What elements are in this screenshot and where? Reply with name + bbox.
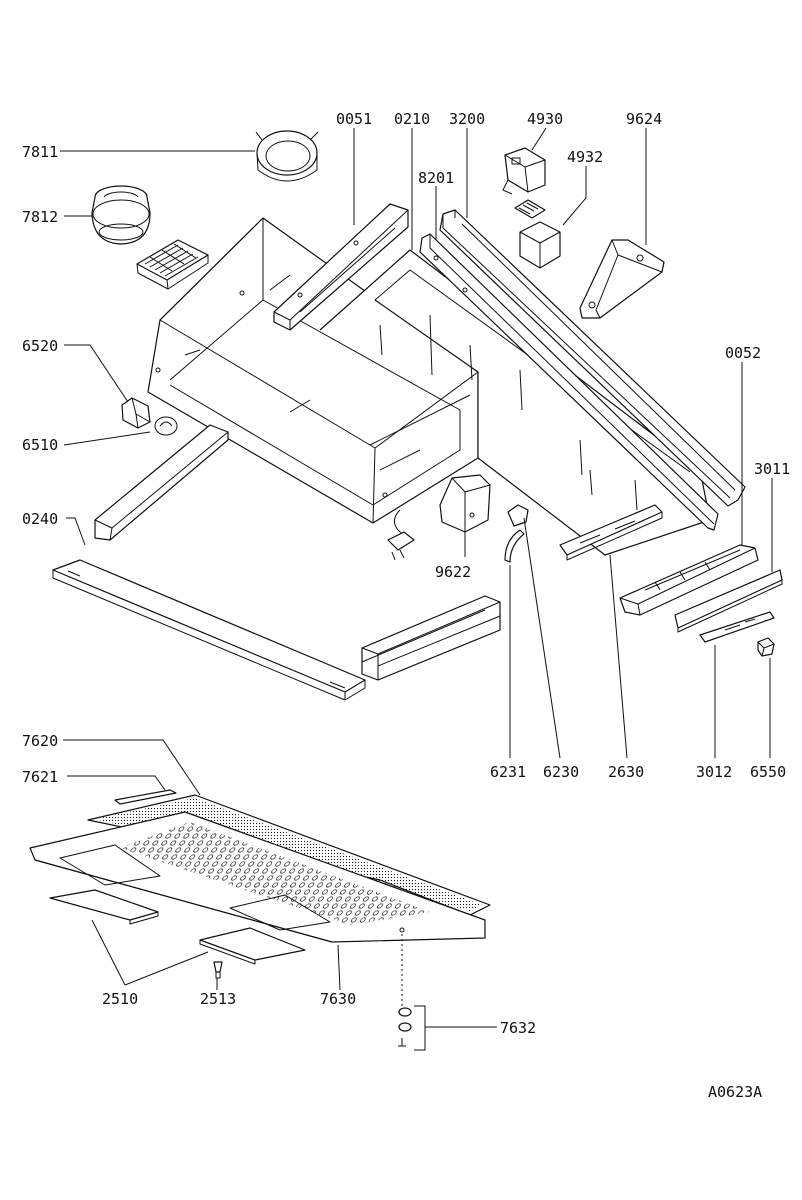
part-2630-slide-rail — [559, 504, 663, 561]
label-7630: 7630 — [320, 990, 356, 1008]
label-6510: 6510 — [22, 436, 58, 454]
part-3200-trim-strip — [439, 209, 746, 507]
label-2513: 2513 — [200, 990, 236, 1008]
label-8201: 8201 — [418, 169, 454, 187]
part-3011-fascia-strip — [674, 569, 783, 633]
part-9622-connector-box — [439, 474, 491, 533]
label-6231: 6231 — [490, 763, 526, 781]
part-labels: 7811 7812 0051 0210 3200 4930 4932 9624 … — [22, 110, 790, 1101]
part-7621-strip — [114, 789, 177, 805]
part-7811-duct-collar — [255, 130, 319, 182]
label-0240: 0240 — [22, 510, 58, 528]
part-8201-support-rail — [419, 233, 719, 531]
part-0240-front-rail — [52, 559, 366, 701]
label-2630: 2630 — [608, 763, 644, 781]
part-4932-control-module — [514, 199, 561, 269]
label-6550: 6550 — [750, 763, 786, 781]
part-3012-switch-strip — [699, 611, 775, 643]
part-2513-screw — [213, 961, 223, 979]
label-4932: 4932 — [567, 148, 603, 166]
part-grease-filter-cassette — [136, 239, 209, 290]
label-7812: 7812 — [22, 208, 58, 226]
part-0051-side-rail — [273, 203, 409, 331]
label-0210: 0210 — [394, 110, 430, 128]
label-9622: 9622 — [435, 563, 471, 581]
part-lower-left-rail — [94, 424, 229, 541]
part-7632-fasteners — [398, 934, 412, 1047]
label-2510: 2510 — [102, 990, 138, 1008]
label-3011: 3011 — [754, 460, 790, 478]
label-3200: 3200 — [449, 110, 485, 128]
part-6520-lamp-holder — [121, 397, 178, 436]
label-6520: 6520 — [22, 337, 58, 355]
part-u-channel-bracket — [361, 595, 501, 681]
part-6230-clip — [507, 504, 529, 527]
label-7632: 7632 — [500, 1019, 536, 1037]
label-7621: 7621 — [22, 768, 58, 786]
part-6550-switch — [757, 637, 775, 657]
label-3012: 3012 — [696, 763, 732, 781]
label-7620: 7620 — [22, 732, 58, 750]
part-0052-control-panel — [619, 544, 759, 616]
part-6231-spring — [504, 529, 525, 563]
part-7812-duct-spigot — [91, 185, 151, 245]
label-7811: 7811 — [22, 143, 58, 161]
label-6230: 6230 — [543, 763, 579, 781]
part-2510-lamp-cover-right — [199, 927, 306, 965]
label-0051: 0051 — [336, 110, 372, 128]
part-2510-lamp-cover-left — [49, 889, 159, 925]
drawing-reference: A0623A — [708, 1083, 762, 1101]
leader-lines — [60, 127, 773, 1051]
part-7630-bottom-panel — [29, 811, 486, 943]
part-9624-end-bracket — [579, 239, 665, 319]
part-4930-switch-bracket — [502, 147, 546, 195]
part-power-cord — [387, 509, 415, 561]
label-0052: 0052 — [725, 344, 761, 362]
label-4930: 4930 — [527, 110, 563, 128]
label-9624: 9624 — [626, 110, 662, 128]
